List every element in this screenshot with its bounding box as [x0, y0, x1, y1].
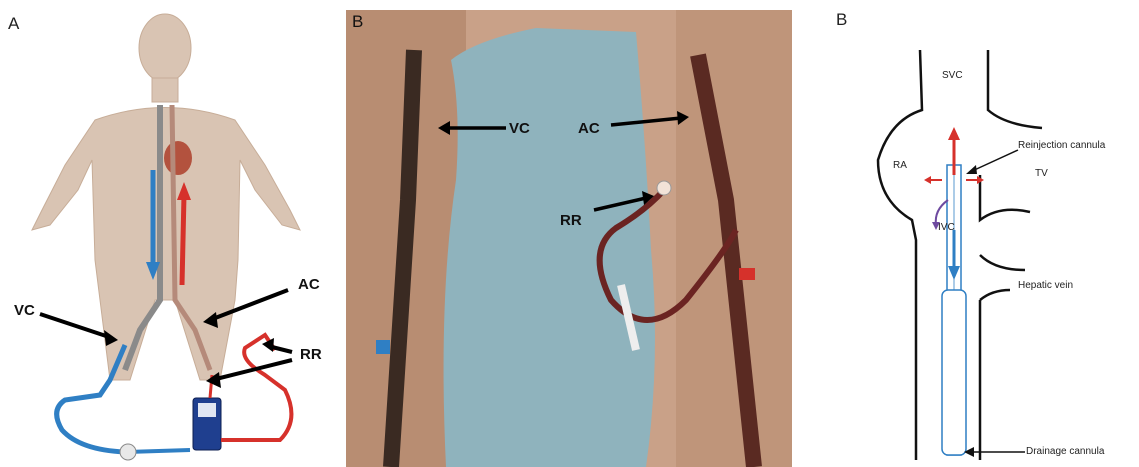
label-rr-photo: RR — [560, 212, 582, 229]
pump-icon — [120, 444, 136, 460]
label-drainage-cannula: Drainage cannula — [1026, 446, 1104, 457]
label-reinjection-cannula: Reinjection cannula — [1018, 140, 1105, 151]
panel-b-photograph: B VC AC RR — [346, 0, 792, 467]
label-ivc: IVC — [938, 222, 955, 233]
cannulation-photo — [346, 0, 792, 467]
panel-a-anatomy-illustration: A VC A — [0, 0, 340, 467]
vessel-wall-svc-right — [988, 50, 1042, 128]
label-ra: RA — [893, 160, 907, 171]
heart-shape — [164, 141, 192, 175]
label-vc-photo: VC — [509, 120, 530, 137]
vessel-wall-left — [878, 50, 922, 460]
arterial-flow-arrow — [182, 195, 184, 285]
panel-b-letter: B — [352, 12, 363, 32]
drainage-cannula — [942, 290, 966, 455]
sterile-drape — [444, 28, 655, 467]
label-hepatic-vein: Hepatic vein — [1018, 280, 1073, 291]
label-rr: RR — [300, 346, 322, 363]
cannula-schematic — [830, 0, 1139, 467]
body-illustration — [0, 0, 340, 467]
outflow-arrow-up — [948, 127, 960, 140]
label-svc: SVC — [942, 70, 963, 81]
label-ac: AC — [298, 276, 320, 293]
label-tv: TV — [1035, 168, 1048, 179]
panel-c-schematic: B SVC RA Reinjection c — [830, 0, 1139, 467]
label-ac-photo: AC — [578, 120, 600, 137]
label-vc: VC — [14, 302, 35, 319]
